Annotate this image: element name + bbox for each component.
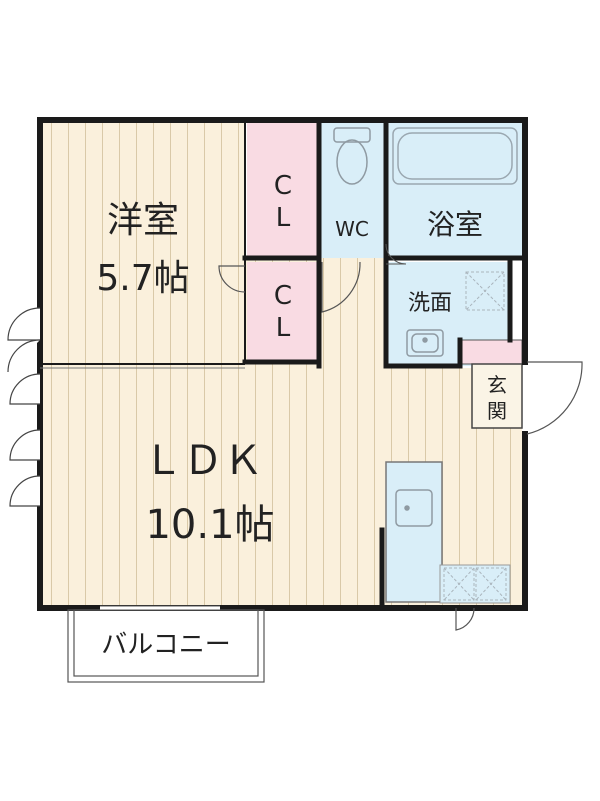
ldk-name: ＬＤＫ [143, 438, 263, 484]
refrigerator-space [439, 564, 511, 604]
toilet-icon [333, 127, 371, 185]
closet-lower-label-2: L [276, 313, 291, 343]
closet-upper-label-2: L [276, 203, 291, 233]
closet-upper [247, 122, 317, 256]
bathroom [388, 122, 522, 258]
entrance-label-2: 関 [487, 399, 507, 423]
washroom-label: 洗面 [408, 291, 452, 316]
kitchen-counter [385, 461, 443, 603]
windows-left [7, 307, 41, 507]
door-swings [218, 243, 583, 631]
entrance-label-1: 玄 [487, 373, 507, 397]
bathroom-label: 浴室 [427, 208, 483, 241]
closet-lower-label-1: C [274, 281, 292, 311]
ldk-floor [40, 362, 382, 608]
ldk-size: 10.1帖 [145, 502, 274, 548]
refrigerator-icon [443, 567, 507, 601]
washbasin-icon [406, 329, 444, 357]
western-room-size: 5.7帖 [96, 258, 189, 299]
wc-room [320, 122, 385, 258]
kitchen-sink-icon [395, 489, 433, 527]
interior-walls [242, 117, 528, 607]
balcony-label: バルコニー [101, 630, 230, 660]
closet-lower [247, 262, 317, 360]
wc-label: WC [335, 217, 369, 241]
entrance-floor [471, 363, 523, 429]
bathtub-icon [392, 127, 518, 185]
western-room-floor [40, 120, 245, 362]
western-room-name: 洋室 [107, 200, 179, 241]
washing-machine-space-icon [465, 271, 505, 311]
closet-upper-label-1: C [274, 171, 292, 201]
shoe-cabinet [459, 339, 523, 365]
